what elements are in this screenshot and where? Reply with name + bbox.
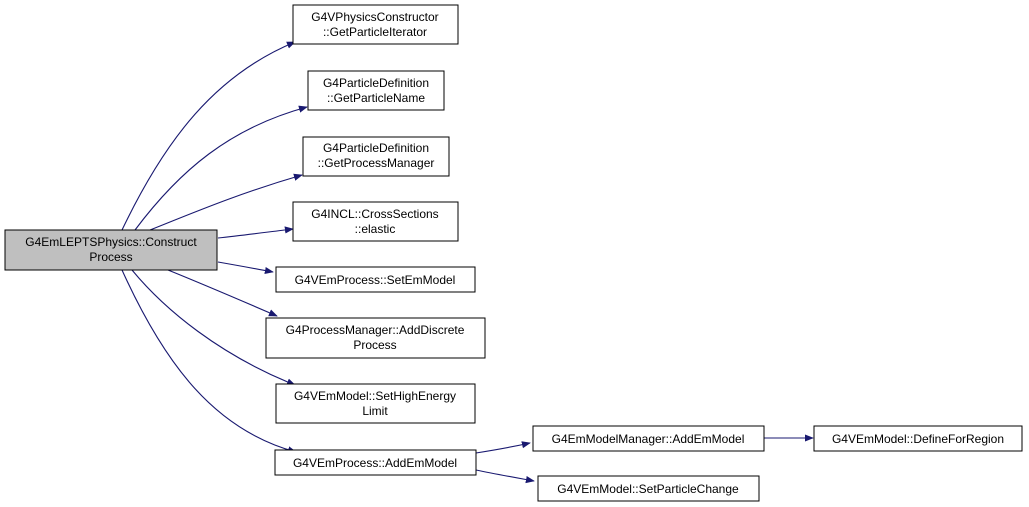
node-box xyxy=(302,136,450,177)
node-label-line: G4EmLEPTSPhysics::Construct xyxy=(25,235,197,249)
node-define-for-region[interactable]: G4VEmModel::DefineForRegion xyxy=(813,425,1023,452)
node-label-line: G4VEmModel::SetHighEnergy xyxy=(294,389,456,403)
edge-root-to-crosssections-elastic xyxy=(217,226,294,239)
node-set-particle-change[interactable]: G4VEmModel::SetParticleChange xyxy=(537,475,760,502)
edge-addemmodel-to-setparticlechange xyxy=(475,469,535,484)
node-label-line: G4ProcessManager::AddDiscrete xyxy=(286,323,465,337)
node-label-line: G4VEmProcess::AddEmModel xyxy=(293,456,457,470)
edge-root-to-getparticleiterator xyxy=(121,41,296,231)
node-set-high-energy-limit[interactable]: G4VEmModel::SetHighEnergy Limit xyxy=(275,383,476,424)
node-label-line: ::GetProcessManager xyxy=(318,156,435,170)
node-label-line: G4VPhysicsConstructor xyxy=(311,10,438,24)
node-label-line: G4INCL::CrossSections xyxy=(311,207,438,221)
node-label-line: G4EmModelManager::AddEmModel xyxy=(552,432,745,446)
node-box xyxy=(274,449,477,476)
edge-root-to-adddiscreteprocess xyxy=(167,269,278,317)
edge-addemmodel-to-modelmanager-addemmodel xyxy=(475,441,531,454)
node-label-line: G4VEmProcess::SetEmModel xyxy=(295,273,456,287)
edge-root-to-sethighenergylimit xyxy=(131,269,296,386)
node-label-line: ::GetParticleName xyxy=(327,91,425,105)
node-construct-process[interactable]: G4EmLEPTSPhysics::Construct Process xyxy=(4,229,218,271)
node-label-line: G4ParticleDefinition xyxy=(323,76,429,90)
node-set-em-model[interactable]: G4VEmProcess::SetEmModel xyxy=(275,266,476,293)
node-label-line: G4VEmModel::SetParticleChange xyxy=(557,482,739,496)
node-box xyxy=(292,201,459,242)
node-label-line: Limit xyxy=(362,404,388,418)
node-label-line: G4ParticleDefinition xyxy=(323,141,429,155)
node-get-particle-name[interactable]: G4ParticleDefinition ::GetParticleName xyxy=(307,70,445,111)
node-box xyxy=(275,266,476,293)
node-label-line: G4VEmModel::DefineForRegion xyxy=(832,432,1004,446)
edge-root-to-addemmodel xyxy=(121,269,297,454)
node-box xyxy=(307,70,445,111)
node-box xyxy=(265,317,486,359)
node-box xyxy=(292,4,459,45)
node-box xyxy=(4,229,218,271)
node-label-line: Process xyxy=(353,338,396,352)
edges-layer xyxy=(121,41,814,484)
node-crosssections-elastic[interactable]: G4INCL::CrossSections ::elastic xyxy=(292,201,459,242)
edge-root-to-getprocessmanager xyxy=(149,173,303,231)
node-box xyxy=(532,425,765,452)
edge-root-to-getparticlename xyxy=(134,105,308,231)
node-get-process-manager[interactable]: G4ParticleDefinition ::GetProcessManager xyxy=(302,136,450,177)
node-label-line: Process xyxy=(89,250,132,264)
node-add-discrete-process[interactable]: G4ProcessManager::AddDiscrete Process xyxy=(265,317,486,359)
edge-root-to-setemmodel xyxy=(217,261,274,275)
node-box xyxy=(537,475,760,502)
node-model-manager-add-em-model[interactable]: G4EmModelManager::AddEmModel xyxy=(532,425,765,452)
node-label-line: ::elastic xyxy=(355,222,396,236)
node-box xyxy=(813,425,1023,452)
node-label-line: ::GetParticleIterator xyxy=(323,25,427,39)
node-get-particle-iterator[interactable]: G4VPhysicsConstructor ::GetParticleItera… xyxy=(292,4,459,45)
node-add-em-model[interactable]: G4VEmProcess::AddEmModel xyxy=(274,449,477,476)
node-box xyxy=(275,383,476,424)
